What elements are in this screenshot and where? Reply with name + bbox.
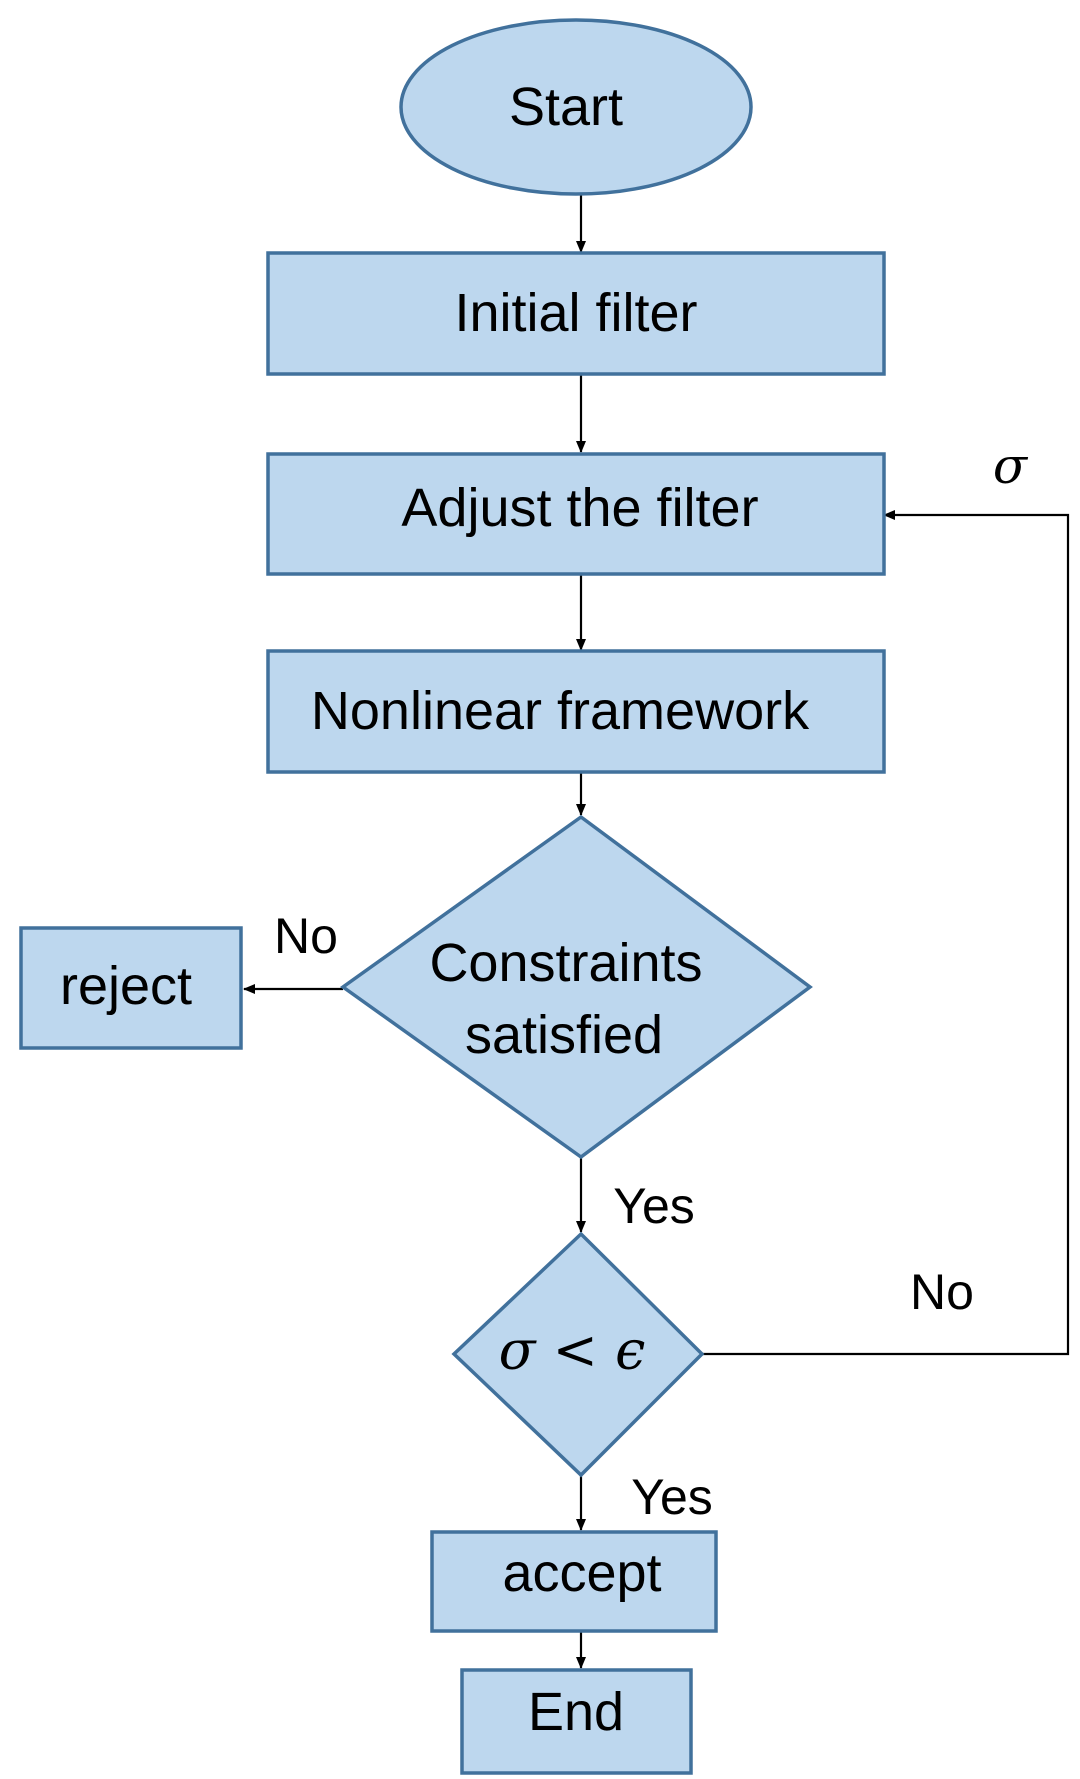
- sigma-decision-node: σ < ϵ: [451, 1231, 705, 1478]
- start-label: Start: [509, 77, 623, 137]
- constraints-label-line1: Constraints: [429, 933, 702, 993]
- end-label: End: [528, 1682, 624, 1742]
- sigma-no-label: No: [910, 1264, 974, 1320]
- nonlinear-framework-node: Nonlinear framework: [266, 649, 886, 774]
- initial-filter-node: Initial filter: [266, 251, 886, 376]
- accept-label: accept: [502, 1543, 661, 1603]
- reject-label: reject: [60, 956, 192, 1016]
- edge-sigma-no-feedback: [702, 510, 1070, 1356]
- adjust-filter-node: Adjust the filter: [266, 452, 886, 576]
- constraints-label-line2: satisfied: [465, 1005, 663, 1065]
- end-node: End: [460, 1668, 693, 1775]
- adjust-filter-label: Adjust the filter: [401, 478, 758, 538]
- accept-node: accept: [430, 1530, 718, 1633]
- nonlinear-framework-label: Nonlinear framework: [311, 681, 810, 741]
- start-node: Start: [399, 18, 753, 196]
- initial-filter-label: Initial filter: [454, 283, 697, 343]
- sigma-condition-label: σ < ϵ: [499, 1319, 646, 1382]
- constraints-yes-label: Yes: [613, 1178, 695, 1234]
- constraints-no-label: No: [274, 908, 338, 964]
- edges: [243, 195, 1070, 1669]
- constraints-decision-node: Constraints satisfied: [339, 814, 813, 1160]
- reject-node: reject: [19, 926, 243, 1050]
- sigma-yes-label: Yes: [631, 1469, 713, 1525]
- feedback-sigma-label: σ: [993, 437, 1029, 495]
